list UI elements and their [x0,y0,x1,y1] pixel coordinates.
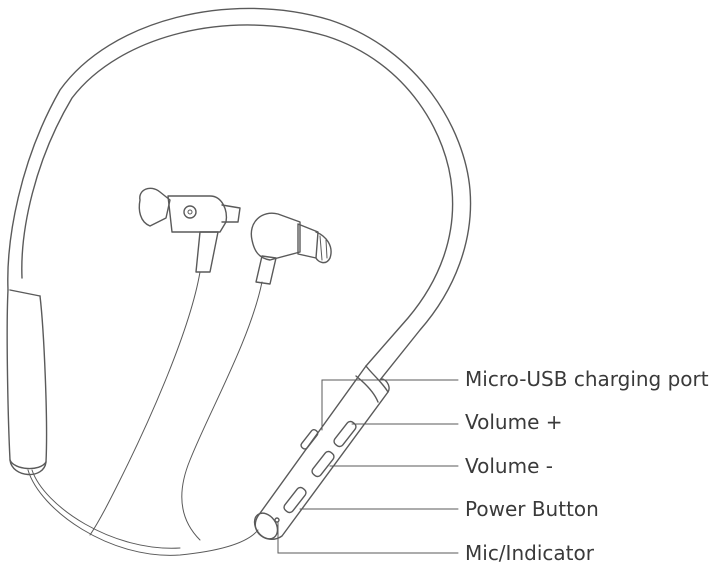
callout-lines [277,379,459,554]
mic-indicator [274,517,280,523]
power-button [283,486,307,514]
label-mic-indicator: Mic/Indicator [465,541,594,565]
label-volume-down: Volume - [465,454,553,478]
left-earbud [138,187,241,273]
left-module [6,289,48,476]
volume-up-button [333,420,357,448]
control-buttons [274,420,357,523]
right-earbud [250,212,332,285]
callout-line-mic [277,521,459,554]
neckband [7,7,472,381]
cables [27,271,263,556]
volume-down-button [311,450,335,478]
callout-line-usb [321,379,459,431]
label-micro-usb-port: Micro-USB charging port [465,367,709,391]
right-control-module [253,365,390,541]
label-volume-up: Volume + [465,410,563,434]
usb-port [300,428,319,450]
label-power-button: Power Button [465,497,599,521]
